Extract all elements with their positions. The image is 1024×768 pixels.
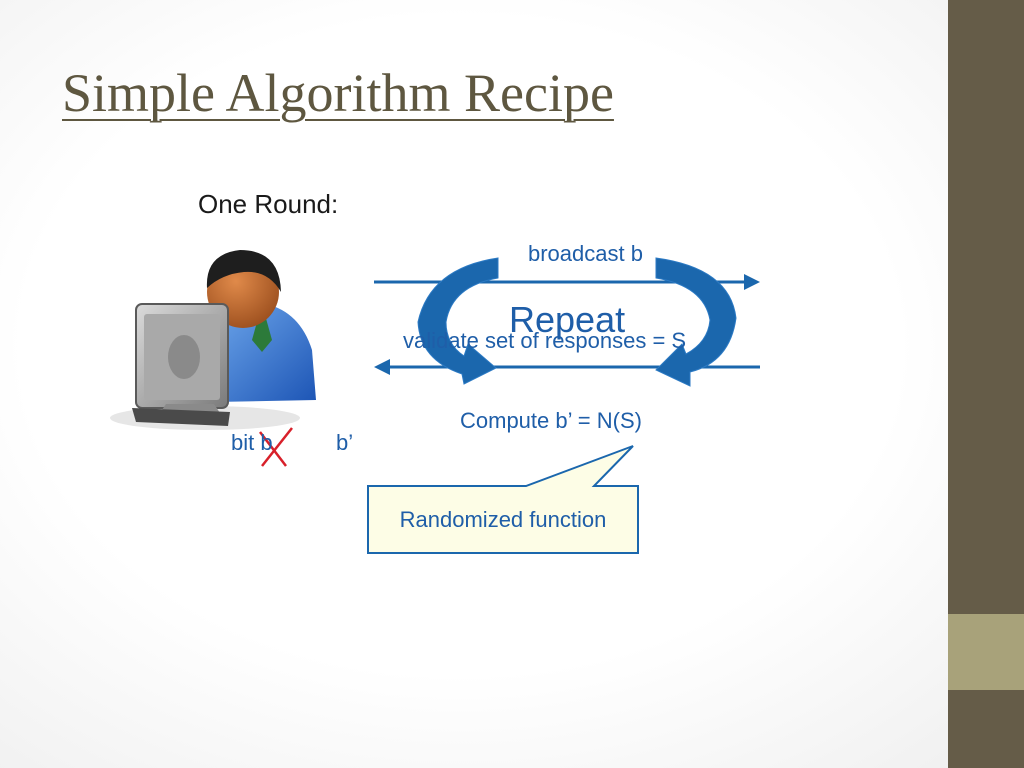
validate-label: validate set of responses = S [403, 328, 687, 353]
callout-bubble [367, 445, 639, 554]
cross-mark-icon [259, 427, 293, 467]
compute-label: Compute b’ = N(S) [460, 408, 642, 433]
repeat-label: Repeat [509, 299, 626, 340]
cycle-arrows-icon [417, 257, 737, 387]
callout-text: Randomized function [399, 507, 607, 532]
round-label: One Round: [198, 189, 339, 219]
broadcast-label: broadcast b [528, 241, 643, 266]
user-at-computer-icon [110, 250, 316, 430]
slide-title: Simple Algorithm Recipe [62, 63, 614, 123]
b-prime-label: b’ [336, 430, 354, 455]
sidebar-accent-block [948, 614, 1024, 690]
bit-label: bit b [231, 430, 273, 455]
